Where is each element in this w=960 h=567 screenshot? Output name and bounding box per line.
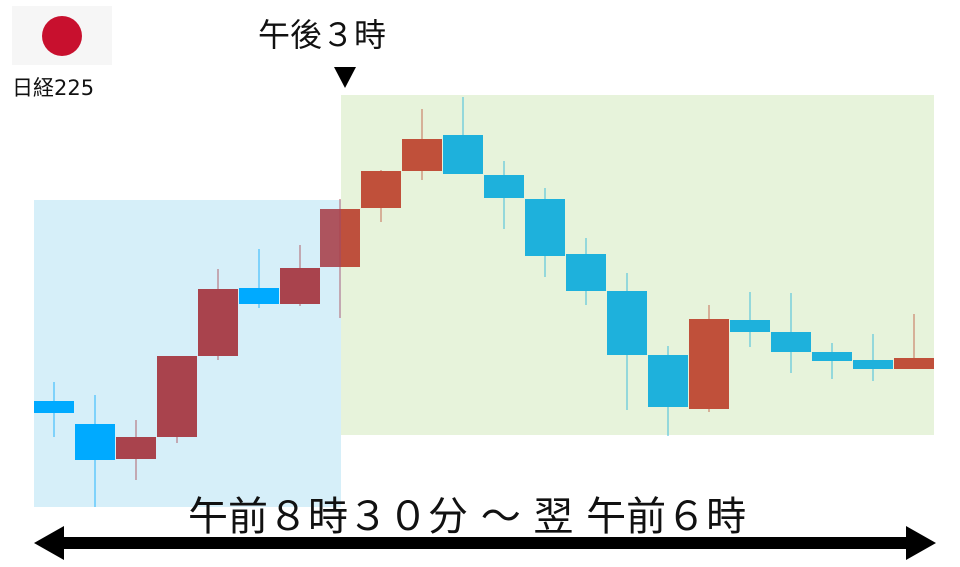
trading-hours-label: 午前８時３０分 ～ 翌 午前６時 (188, 494, 747, 540)
candle (34, 382, 74, 437)
candle (157, 356, 197, 443)
candle (484, 161, 524, 229)
candle (116, 420, 156, 480)
candle (402, 109, 442, 180)
candle (280, 245, 320, 306)
candle (443, 97, 483, 174)
candle (689, 305, 729, 412)
japan-flag-icon (12, 6, 112, 65)
candle (361, 170, 401, 222)
candle (239, 249, 279, 308)
candle (607, 273, 647, 410)
candle (894, 314, 934, 369)
candle (771, 293, 811, 373)
candle (198, 269, 238, 360)
candle (853, 334, 893, 381)
candle (730, 292, 770, 347)
candle (75, 395, 115, 507)
session-marker-label: 午後３時 (258, 16, 387, 54)
candle (648, 346, 688, 436)
index-name: 日経225 (12, 76, 95, 100)
candle (566, 238, 606, 305)
candle (812, 343, 852, 379)
candle (525, 188, 565, 277)
flag-sun (42, 16, 82, 56)
down-triangle-icon (334, 67, 356, 88)
